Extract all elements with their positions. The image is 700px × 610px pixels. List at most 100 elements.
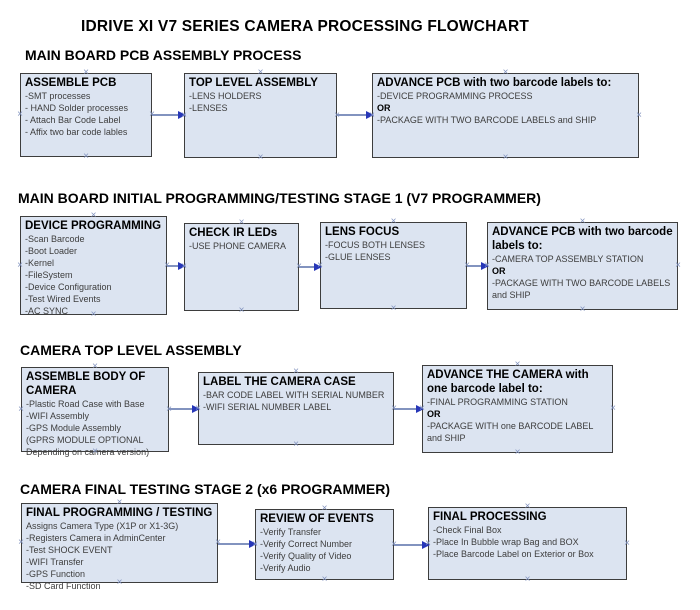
- box-item: -LENS HOLDERS: [189, 91, 262, 101]
- box-item: -GPS Module Assembly: [26, 423, 122, 433]
- flow-box-final-processing: FINAL PROCESSING -Check Final Box -Place …: [428, 507, 627, 580]
- arrowhead-icon: [481, 261, 489, 270]
- box-title: DEVICE PROGRAMMING: [25, 220, 162, 232]
- box-item: -Scan Barcode: [25, 234, 85, 244]
- box-item: -GLUE LENSES: [325, 252, 391, 262]
- arrowhead-icon: [192, 404, 200, 413]
- flow-arrow: [152, 110, 186, 119]
- box-item: - Affix two bar code lables: [25, 127, 128, 137]
- box-item: - HAND Solder processes: [25, 103, 129, 113]
- flow-box-advance-camera: ADVANCE THE CAMERA with one barcode labe…: [422, 365, 613, 453]
- section-heading-pcb-assembly: MAIN BOARD PCB ASSEMBLY PROCESS: [25, 47, 302, 63]
- box-items: -LENS HOLDERS -LENSES: [189, 90, 332, 114]
- box-item: -Place Barcode Label on Exterior or Box: [433, 549, 594, 559]
- arrowhead-icon: [178, 261, 186, 270]
- flow-arrow: [467, 261, 489, 270]
- box-item: -Boot Loader: [25, 246, 78, 256]
- box-item: -Verify Correct Number: [260, 539, 353, 549]
- box-item: -LENSES: [189, 103, 228, 113]
- flow-box-advance-pcb-ship-1: ADVANCE PCB with two barcode labels to: …: [372, 73, 639, 158]
- box-item: -WIFI SERIAL NUMBER LABEL: [203, 402, 332, 412]
- box-title: LENS FOCUS: [325, 226, 400, 238]
- box-item: -Kernel: [25, 258, 55, 268]
- flow-box-advance-pcb-ship-2: ADVANCE PCB with two barcode labels to: …: [487, 222, 678, 310]
- flow-box-lens-focus: LENS FOCUS -FOCUS BOTH LENSES -GLUE LENSE…: [320, 222, 467, 309]
- box-items: -Verify Transfer-Verify Correct Number-V…: [260, 526, 389, 574]
- arrowhead-icon: [249, 539, 257, 548]
- box-item: -WIFI Transfer: [26, 557, 84, 567]
- flow-box-final-programming-testing: FINAL PROGRAMMING / TESTING Assigns Came…: [21, 503, 218, 591]
- box-item: -SD Card Function: [26, 581, 101, 591]
- box-item: -Verify Audio: [260, 563, 311, 573]
- box-items: -Check Final Box -Place In Bubble wrap Ba…: [433, 524, 622, 560]
- box-item: Assigns Camera Type (X1P or X1-3G): [26, 521, 179, 531]
- box-title: ADVANCE PCB with two barcode labels to:: [377, 77, 612, 89]
- box-item: -Device Configuration: [25, 282, 112, 292]
- section-heading-programming-stage1: MAIN BOARD INITIAL PROGRAMMING/TESTING S…: [18, 190, 541, 206]
- box-item: -PACKAGE WITH TWO BARCODE LABELS and SHI…: [492, 278, 671, 300]
- box-item: -Plastic Road Case with Base: [26, 399, 145, 409]
- box-item: -DEVICE PROGRAMMING PROCESS: [377, 91, 533, 101]
- box-title: FINAL PROGRAMMING / TESTING: [26, 507, 213, 519]
- arrowhead-icon: [366, 110, 374, 119]
- box-title: ADVANCE THE CAMERA with one barcode labe…: [427, 369, 589, 395]
- box-items: -DEVICE PROGRAMMING PROCESS OR -PACKAGE WI…: [377, 90, 634, 126]
- box-title: CHECK IR LEDs: [189, 227, 278, 239]
- arrowhead-icon: [178, 110, 186, 119]
- flow-arrow: [337, 110, 374, 119]
- box-item: -PACKAGE WITH one BARCODE LABEL and SHIP: [427, 421, 594, 443]
- page-title: IDRIVE XI V7 SERIES CAMERA PROCESSING FL…: [80, 18, 530, 35]
- box-item: -USE PHONE CAMERA: [189, 241, 287, 251]
- flow-arrow: [218, 539, 257, 548]
- flow-box-check-ir-leds: CHECK IR LEDs -USE PHONE CAMERA: [184, 223, 299, 311]
- box-item: - Attach Bar Code Label: [25, 115, 121, 125]
- box-items: -FOCUS BOTH LENSES -GLUE LENSES: [325, 239, 462, 263]
- box-title: FINAL PROCESSING: [433, 511, 547, 523]
- box-title: ASSEMBLE BODY OF CAMERA: [26, 371, 146, 397]
- box-item: -GPS Function: [26, 569, 86, 579]
- box-items: -Scan Barcode -Boot Loader -Kernel -FileSys…: [25, 233, 162, 317]
- box-title: ADVANCE PCB with two barcode labels to:: [492, 226, 673, 252]
- box-item: -Test Wired Events: [25, 294, 101, 304]
- box-item: OR: [377, 103, 391, 113]
- flow-box-top-level-assembly: TOP LEVEL ASSEMBLY -LENS HOLDERS-LENSES: [184, 73, 337, 158]
- flow-box-device-programming: DEVICE PROGRAMMING -Scan Barcode -Boot Lo…: [20, 216, 167, 317]
- box-item: -CAMERA TOP ASSEMBLY STATION: [492, 254, 644, 264]
- box-item: -Verify Quality of Video: [260, 551, 352, 561]
- box-item: -Place In Bubble wrap Bag and BOX: [433, 537, 579, 547]
- box-item: -Check Final Box: [433, 525, 502, 535]
- box-item: -FileSystem: [25, 270, 73, 280]
- box-item: Depending on camera version): [26, 447, 150, 457]
- section-heading-camera-top-assembly: CAMERA TOP LEVEL ASSEMBLY: [20, 342, 242, 358]
- box-items: -BAR CODE LABEL WITH SERIAL NUMBER -WIFI …: [203, 389, 389, 413]
- flow-arrow: [169, 404, 200, 413]
- box-item: -AC SYNC: [25, 306, 69, 316]
- box-item: -SMT processes: [25, 91, 91, 101]
- box-item: -PACKAGE WITH TWO BARCODE LABELS and SHI…: [377, 115, 597, 125]
- arrowhead-icon: [422, 540, 430, 549]
- flow-box-assemble-body: ASSEMBLE BODY OF CAMERA -Plastic Road Ca…: [21, 367, 169, 457]
- flow-arrow: [167, 261, 186, 270]
- flow-arrow: [394, 540, 430, 549]
- box-item: -FOCUS BOTH LENSES: [325, 240, 426, 250]
- flow-arrow: [299, 262, 322, 271]
- box-items: -SMT processes - HAND Solder processes - A…: [25, 90, 147, 138]
- flow-arrow: [394, 404, 424, 413]
- box-items: -Plastic Road Case with Base -WIFI Assemb…: [26, 398, 164, 458]
- box-title: LABEL THE CAMERA CASE: [203, 376, 356, 388]
- box-title: ASSEMBLE PCB: [25, 77, 117, 89]
- box-item: -Test SHOCK EVENT: [26, 545, 113, 555]
- section-heading-final-testing-stage2: CAMERA FINAL TESTING STAGE 2 (x6 PROGRAM…: [20, 481, 390, 497]
- box-item: (GPRS MODULE OPTIONAL: [26, 435, 144, 445]
- flow-box-review-of-events: REVIEW OF EVENTS -Verify Transfer-Verify…: [255, 509, 394, 580]
- box-items: Assigns Camera Type (X1P or X1-3G) -Regis…: [26, 520, 213, 592]
- box-item: OR: [427, 409, 441, 419]
- box-item: -Registers Camera in AdminCenter: [26, 533, 166, 543]
- box-item: -WIFI Assembly: [26, 411, 90, 421]
- box-item: -BAR CODE LABEL WITH SERIAL NUMBER: [203, 390, 385, 400]
- arrowhead-icon: [314, 262, 322, 271]
- box-title: REVIEW OF EVENTS: [260, 513, 374, 525]
